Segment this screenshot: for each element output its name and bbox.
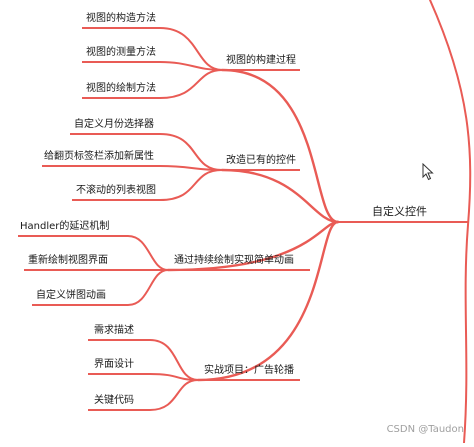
leaf-node-3-3[interactable]: 自定义饼图动画: [36, 290, 106, 301]
root-node[interactable]: 自定义控件: [372, 205, 427, 218]
edge-b3-c1: [127, 235, 169, 271]
leaf-node-4-3[interactable]: 关键代码: [94, 395, 134, 406]
edge-root-branch-4: [196, 220, 340, 382]
edge-b1-c2: [159, 61, 223, 71]
edge-root-branch-3: [166, 220, 340, 272]
leaf-node-2-1[interactable]: 自定义月份选择器: [74, 119, 154, 130]
edge-root-branch-2: [220, 168, 340, 224]
watermark: CSDN @Taudon: [386, 424, 464, 435]
edge-b1-c1: [159, 27, 223, 71]
leaf-node-3-2[interactable]: 重新绘制视图界面: [28, 255, 108, 266]
edge-b4-c2: [149, 373, 199, 381]
edge-root-branch-1: [220, 68, 340, 224]
leaf-node-4-2[interactable]: 界面设计: [94, 359, 134, 370]
edge-b2-c3: [159, 169, 223, 201]
branch-node-1[interactable]: 视图的构建过程: [226, 55, 296, 66]
leaf-node-4-1[interactable]: 需求描述: [94, 325, 134, 336]
leaf-node-2-2[interactable]: 给翻页标签栏添加新属性: [44, 151, 154, 162]
leaf-node-1-1[interactable]: 视图的构造方法: [86, 13, 156, 24]
edge-b4-c3: [149, 379, 199, 411]
branch-node-4[interactable]: 实战项目：广告轮播: [204, 365, 294, 376]
right-rail-line: [429, 0, 472, 444]
leaf-node-3-1[interactable]: Handler的延迟机制: [20, 221, 110, 232]
edge-b2-c1: [159, 133, 223, 171]
branch-node-2[interactable]: 改造已有的控件: [226, 155, 296, 166]
leaf-node-1-2[interactable]: 视图的测量方法: [86, 47, 156, 58]
branch-node-3[interactable]: 通过持续绘制实现简单动画: [174, 255, 294, 266]
leaf-node-2-3[interactable]: 不滚动的列表视图: [76, 185, 156, 196]
mouse-cursor-icon: [422, 163, 434, 181]
leaf-node-1-3[interactable]: 视图的绘制方法: [86, 83, 156, 94]
edge-b3-c3: [127, 269, 169, 306]
edge-b1-c3: [159, 69, 223, 99]
